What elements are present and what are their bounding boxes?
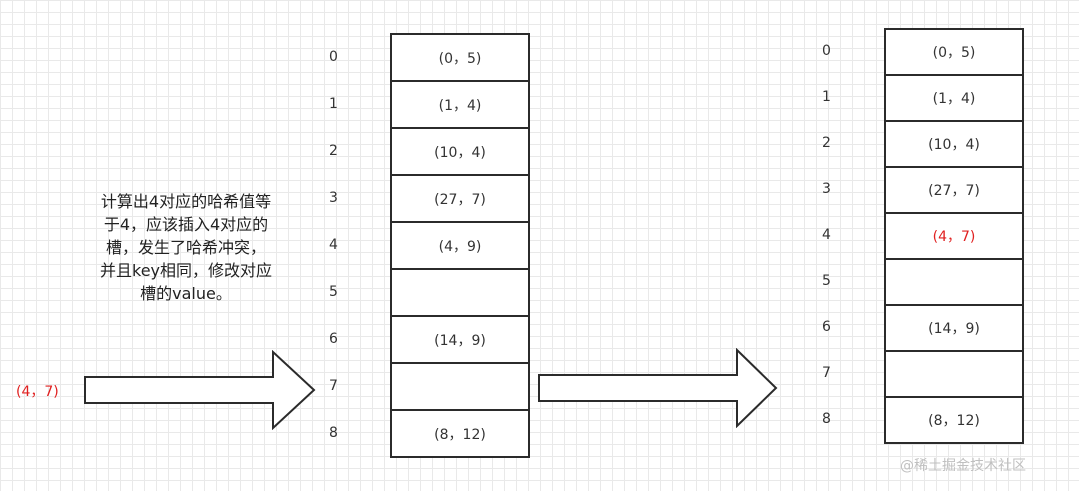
explanation-note: 计算出4对应的哈希值等于4，应该插入4对应的槽，发生了哈希冲突，并且key相同，… bbox=[100, 192, 273, 303]
right-index-4: 4 bbox=[822, 227, 831, 243]
right-slot-6: (14，9) bbox=[884, 304, 1024, 352]
left-index-6: 6 bbox=[329, 330, 338, 347]
right-index-2: 2 bbox=[822, 135, 831, 151]
right-index-1: 1 bbox=[822, 89, 831, 105]
left-slot-7 bbox=[390, 362, 530, 411]
left-index-0: 0 bbox=[329, 48, 338, 65]
left-slot-5 bbox=[390, 268, 530, 317]
right-slot-1: (1，4) bbox=[884, 74, 1024, 122]
left-slot-6: (14，9) bbox=[390, 315, 530, 364]
incoming-entry-label: (4，7) bbox=[16, 384, 59, 400]
left-index-1: 1 bbox=[329, 95, 338, 112]
right-slot-4: (4，7) bbox=[884, 212, 1024, 260]
left-slot-0: (0，5) bbox=[390, 33, 530, 82]
right-slot-0: (0，5) bbox=[884, 28, 1024, 76]
insert-arrow bbox=[84, 350, 316, 430]
left-slot-4: (4，9) bbox=[390, 221, 530, 270]
left-index-4: 4 bbox=[329, 236, 338, 253]
right-index-3: 3 bbox=[822, 181, 831, 197]
left-slot-1: (1，4) bbox=[390, 80, 530, 129]
transition-arrow bbox=[538, 348, 778, 428]
right-index-6: 6 bbox=[822, 319, 831, 335]
right-index-8: 8 bbox=[822, 411, 831, 427]
left-index-3: 3 bbox=[329, 189, 338, 206]
left-index-7: 7 bbox=[329, 377, 338, 394]
right-index-5: 5 bbox=[822, 273, 831, 289]
left-slot-8: (8，12) bbox=[390, 409, 530, 458]
right-index-7: 7 bbox=[822, 365, 831, 381]
right-slot-8: (8，12) bbox=[884, 396, 1024, 444]
right-slot-2: (10，4) bbox=[884, 120, 1024, 168]
left-index-5: 5 bbox=[329, 283, 338, 300]
left-index-2: 2 bbox=[329, 142, 338, 159]
right-index-0: 0 bbox=[822, 43, 831, 59]
left-slot-3: (27，7) bbox=[390, 174, 530, 223]
right-slot-3: (27，7) bbox=[884, 166, 1024, 214]
left-index-8: 8 bbox=[329, 424, 338, 441]
watermark: @稀土掘金技术社区 bbox=[900, 458, 1026, 474]
right-slot-5 bbox=[884, 258, 1024, 306]
left-slot-2: (10，4) bbox=[390, 127, 530, 176]
right-slot-7 bbox=[884, 350, 1024, 398]
